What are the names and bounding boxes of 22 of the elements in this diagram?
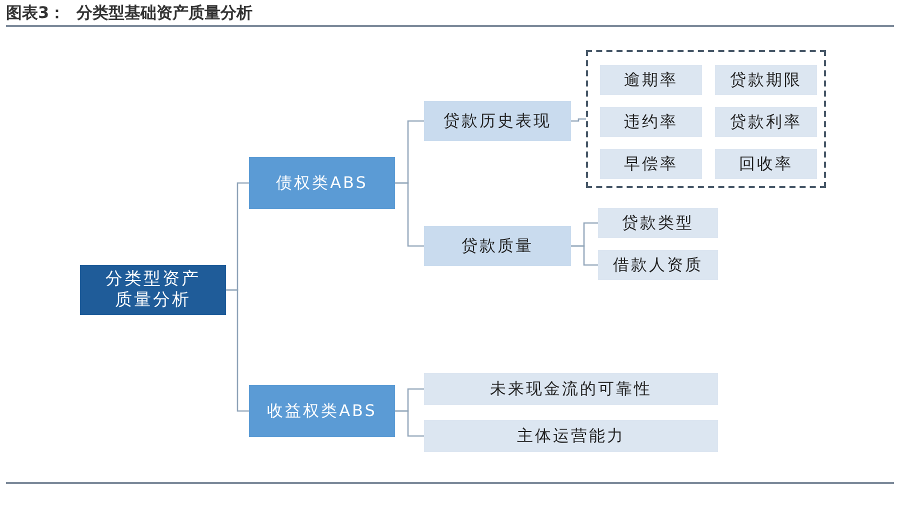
connector — [571, 118, 586, 122]
item-box: 早偿率 — [600, 149, 702, 179]
connector — [571, 245, 598, 266]
item-box: 贷款期限 — [715, 65, 817, 95]
item-box: 借款人资质 — [598, 250, 718, 280]
item-box: 未来现金流的可靠性 — [424, 373, 718, 405]
connector — [395, 410, 424, 437]
category-box: 债权类ABS — [249, 157, 395, 209]
item-box: 主体运营能力 — [424, 420, 718, 452]
topic-box: 贷款质量 — [424, 226, 571, 266]
item-box: 贷款类型 — [598, 208, 718, 238]
root-box: 分类型资产质量分析 — [80, 265, 226, 315]
topic-box: 贷款历史表现 — [424, 101, 571, 141]
item-box: 回收率 — [715, 149, 817, 179]
connector — [226, 289, 249, 412]
item-box: 贷款利率 — [715, 107, 817, 137]
connector — [395, 182, 424, 247]
item-box: 违约率 — [600, 107, 702, 137]
item-box: 逾期率 — [600, 65, 702, 95]
category-box: 收益权类ABS — [249, 385, 395, 437]
dashed-group-box — [586, 50, 826, 188]
title: 图表3： 分类型基础资产质量分析 — [6, 3, 252, 24]
